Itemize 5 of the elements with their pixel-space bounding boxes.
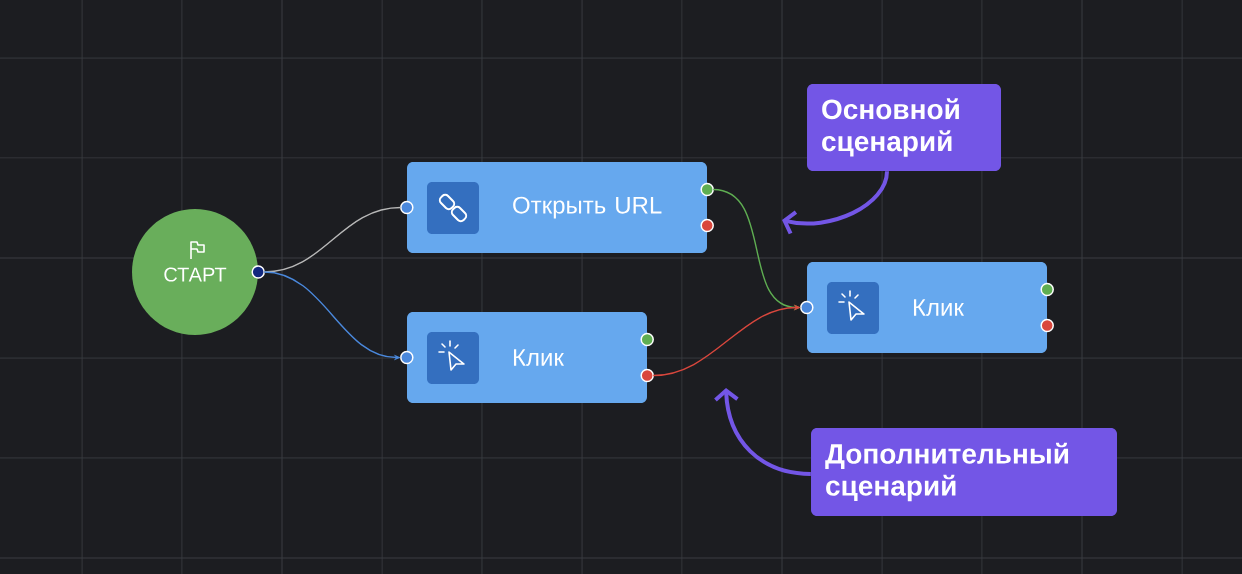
callout-box: Дополнительный сценарий [811,428,1117,516]
callout-arrow [714,388,811,476]
callout-box: Основной сценарий [807,84,1001,171]
callout-arrow [782,170,889,235]
step-box: Открыть URL [400,162,714,253]
